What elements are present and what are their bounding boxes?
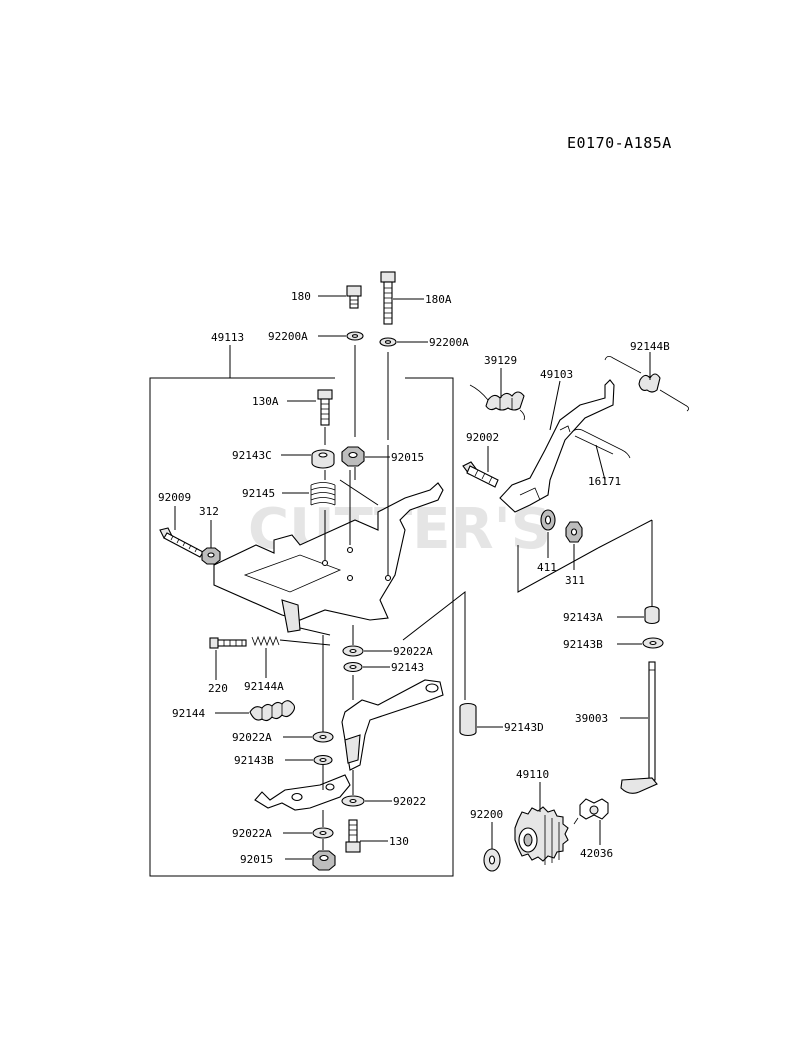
label-92143a: 92143A [563, 611, 603, 624]
bolt-92009 [159, 527, 204, 558]
assembly-49113-frame [149, 345, 454, 877]
label-92143-mid: 92143 [391, 661, 424, 674]
collar-92143 [343, 661, 363, 673]
washer-92200 [483, 848, 501, 872]
label-92144a: 92144A [244, 680, 284, 693]
label-39003: 39003 [575, 712, 608, 725]
label-49110: 49110 [516, 768, 549, 781]
collar-92143b-left [313, 754, 333, 766]
label-92143c: 92143C [232, 449, 272, 462]
label-92200a-left: 92200A [268, 330, 308, 343]
nut-92015-bottom [312, 850, 336, 871]
nut-312 [201, 547, 221, 565]
part-labels: 180 180A 92200A 92200A 49113 130A 92143C… [158, 290, 670, 866]
shaft-39003 [620, 661, 658, 794]
label-92022a-top: 92022A [393, 645, 433, 658]
label-16171: 16171 [588, 475, 621, 488]
spring-92144a [251, 635, 280, 647]
washer-92200a-left [346, 331, 364, 341]
bolt-180a [380, 271, 396, 325]
bolt-92002 [462, 461, 499, 488]
label-92143b-left: 92143B [234, 754, 274, 767]
label-42036: 42036 [580, 847, 613, 860]
label-92144b: 92144B [630, 340, 670, 353]
label-92015-bot: 92015 [240, 853, 273, 866]
bracket-plate [213, 482, 444, 633]
bolt-130a [317, 389, 333, 426]
link-rod-16171 [571, 428, 631, 459]
label-92200a-right: 92200A [429, 336, 469, 349]
label-92022a-mid: 92022A [232, 731, 272, 744]
spring-92144 [249, 700, 296, 722]
bolt-220 [209, 637, 247, 649]
label-92143b-right: 92143B [563, 638, 603, 651]
washer-92143b-right [642, 637, 664, 649]
label-92002: 92002 [466, 431, 499, 444]
lower-lever [254, 774, 351, 811]
label-311: 311 [565, 574, 585, 587]
bolt-130 [345, 819, 361, 853]
label-49113: 49113 [211, 331, 244, 344]
washer-92022a-bot [312, 827, 334, 839]
washer-92022a-top [342, 645, 364, 657]
label-92145: 92145 [242, 487, 275, 500]
collar-92143d [459, 702, 477, 737]
washer-411 [540, 509, 556, 531]
label-130: 130 [389, 835, 409, 848]
governor-gear-49110 [514, 806, 569, 865]
label-220: 220 [208, 682, 228, 695]
diagram-code: E0170-A185A [567, 134, 672, 152]
collar-92143a [644, 605, 660, 625]
collar-92143c [311, 449, 335, 469]
pin-42036 [573, 798, 609, 825]
governor-arm-49103 [499, 379, 615, 513]
bolt-180 [346, 285, 362, 309]
label-180a: 180A [425, 293, 452, 306]
label-180: 180 [291, 290, 311, 303]
spring-92145 [310, 482, 336, 506]
nut-311 [565, 521, 583, 543]
label-39129: 39129 [484, 354, 517, 367]
label-92022a-bot: 92022A [232, 827, 272, 840]
spring-92144b [604, 356, 689, 412]
washer-92022a-mid [312, 731, 334, 743]
label-130a: 130A [252, 395, 279, 408]
spring-39129 [469, 384, 525, 421]
washer-92022 [341, 795, 365, 807]
washer-92200a-right [379, 337, 397, 347]
label-92015-top: 92015 [391, 451, 424, 464]
label-92143d: 92143D [504, 721, 544, 734]
nut-92015-top [341, 446, 365, 467]
label-312: 312 [199, 505, 219, 518]
label-92009: 92009 [158, 491, 191, 504]
label-411: 411 [537, 561, 557, 574]
control-lever [341, 679, 444, 771]
label-92022: 92022 [393, 795, 426, 808]
label-92200: 92200 [470, 808, 503, 821]
label-92144: 92144 [172, 707, 205, 720]
label-49103: 49103 [540, 368, 573, 381]
